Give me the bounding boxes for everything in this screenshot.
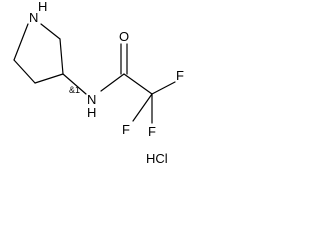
bond-amide-n-c <box>100 73 125 92</box>
structure-drawing: N H &1 N H O F F F <box>13 0 184 139</box>
atom-labels: N H &1 N H O F F F <box>29 0 184 139</box>
bond-cf3-f-lower-left <box>132 93 153 122</box>
carbonyl-o-label: O <box>119 29 129 44</box>
amide-h-label: H <box>87 105 96 120</box>
f-lower-right-label: F <box>148 124 156 139</box>
bond-c3-amide-n <box>62 73 87 95</box>
salt-label: HCl <box>146 151 168 166</box>
f-lower-left-label: F <box>122 122 130 137</box>
amide-n-label: N <box>87 92 96 107</box>
bond-cf3-f-right <box>151 81 176 95</box>
bond-c-cf3 <box>123 73 153 95</box>
bond-c5-n1 <box>13 23 29 61</box>
bond-c3-c4 <box>34 73 64 84</box>
stereo-label: &1 <box>69 85 80 95</box>
ring-n-label: N <box>29 10 38 25</box>
bond-n1-c2 <box>40 23 61 40</box>
bond-c2-c3 <box>59 38 64 75</box>
f-right-label: F <box>176 68 184 83</box>
bonds <box>13 23 176 124</box>
ring-nh-hydrogen-label: H <box>38 0 47 14</box>
bond-c4-c5 <box>13 59 36 84</box>
